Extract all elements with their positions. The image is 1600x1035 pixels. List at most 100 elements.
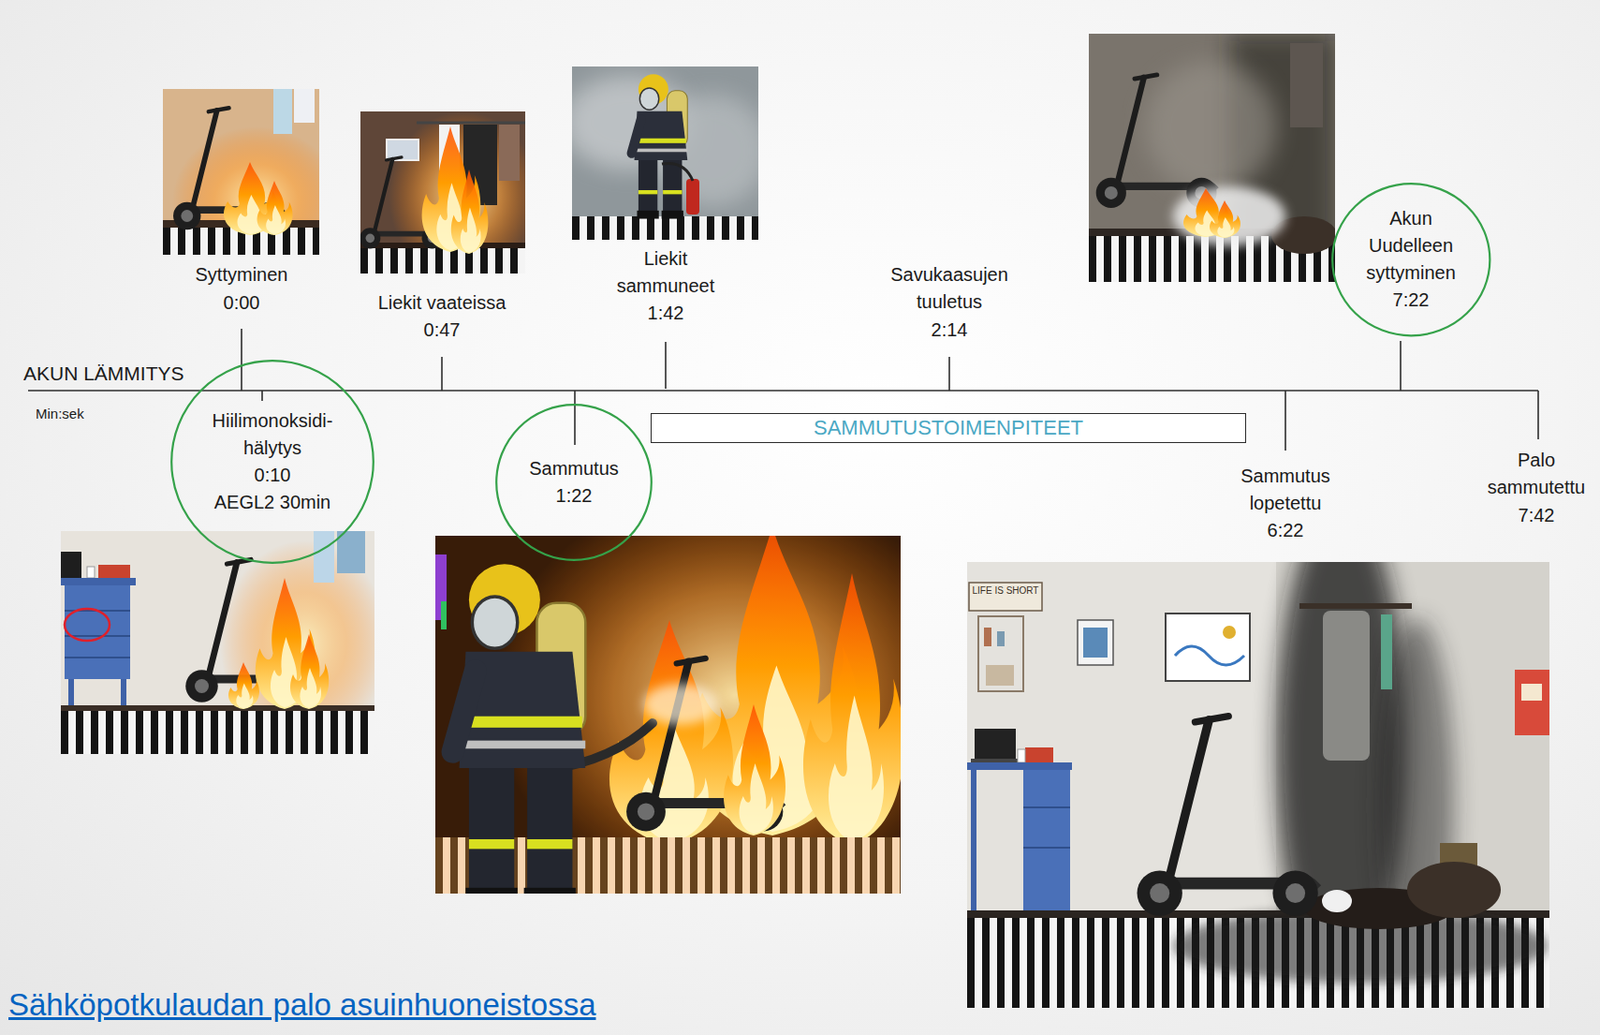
photo-co-alarm (64, 585, 131, 679)
event-name: Hiilimonoksidi- hälytys (197, 407, 348, 462)
photo-extinguishing (435, 488, 979, 908)
photo-flames-clothes (416, 121, 526, 125)
photo-co-alarm (337, 530, 366, 573)
timeline-tick (261, 390, 264, 401)
photo-flames-out (562, 66, 769, 240)
photo-reignition (1209, 200, 1241, 238)
photo-reignition (1088, 33, 1337, 282)
photo-after-fire (967, 505, 1550, 1008)
event-circle: Hiilimonoksidi- hälytys0:10AEGL2 30min (170, 359, 375, 564)
photo-ignition (273, 88, 293, 134)
circle-outline (170, 359, 375, 564)
photo-flames-out (661, 162, 693, 181)
photo-flames-clothes (359, 111, 539, 280)
photo-after-fire (1017, 748, 1026, 763)
photo-co-alarm (60, 530, 389, 754)
photo-after-fire (967, 505, 1550, 1008)
photo-flames-out (572, 216, 759, 240)
photo-after-fire (967, 762, 1072, 770)
photo-after-fire (985, 664, 1014, 686)
photo-flames-clothes (360, 248, 526, 274)
event-name: Liekit vaateissa (352, 289, 531, 317)
photo-co-alarm (313, 530, 335, 583)
event-time: 0:47 (404, 316, 480, 344)
photo-after-fire (1165, 613, 1250, 681)
unit-label: Min:sek (35, 404, 120, 424)
event-detail: 1:22 (528, 482, 619, 510)
photo-co-alarm (60, 704, 375, 711)
timeline-tick (1399, 340, 1402, 391)
photo-extinguishing (440, 601, 447, 630)
photo-after-fire (1137, 716, 1320, 916)
photo-after-fire (1025, 747, 1054, 763)
caption-link: Sähköpotkulaudan palo asuinhuoneistossa (8, 986, 596, 1023)
photo-co-alarm (290, 633, 329, 709)
photo-after-fire (1407, 861, 1501, 918)
photo-after-fire (1083, 627, 1108, 658)
photo-co-alarm (64, 656, 131, 659)
photo-ignition (162, 88, 341, 277)
photo-after-fire (974, 728, 1016, 761)
event-detail: AEGL2 30min (197, 488, 348, 516)
photo-extinguishing (453, 563, 587, 907)
photo-after-fire (1023, 846, 1071, 849)
node-text-box: Akun Uudelleen syttyminen7:22 (1361, 205, 1461, 314)
photo-after-fire (1023, 806, 1071, 808)
photo-after-fire (1222, 625, 1236, 639)
photo-co-alarm (60, 551, 82, 580)
phase-bar: SAMMUTUSTOIMENPITEET (650, 412, 1247, 443)
photo-flames-clothes (359, 111, 539, 280)
phase-title: SAMMUTUSTOIMENPITEET (813, 415, 1084, 441)
photo-after-fire (1380, 614, 1393, 690)
event-time: 0:00 (204, 289, 279, 317)
circle-outline (496, 404, 652, 560)
photo-co-alarm (68, 678, 74, 709)
photo-ignition (257, 180, 294, 235)
photo-after-fire (1077, 619, 1114, 665)
timeline-tick (948, 356, 951, 391)
photo-reignition (1173, 186, 1286, 247)
photo-flames-clothes (451, 169, 489, 254)
node-text-box: Sammutus1:22 (528, 455, 619, 510)
event-name: Liekit sammuneet (609, 245, 722, 300)
timeline (28, 328, 1539, 451)
node-text-box: Hiilimonoksidi- hälytys0:10AEGL2 30min (197, 407, 348, 516)
photo-reignition (1088, 33, 1337, 282)
photo-reignition (1144, 61, 1277, 193)
event-time: 6:22 (1247, 516, 1323, 544)
photo-flames-out (686, 178, 700, 215)
photo-ignition (162, 88, 341, 277)
photo-ignition (293, 88, 315, 123)
circle-outline (171, 360, 374, 563)
photo-after-fire (1174, 645, 1245, 665)
photo-after-fire (967, 561, 1550, 1008)
photo-extinguishing (643, 683, 719, 725)
event-name: Sammutus lopetettu (1227, 462, 1344, 517)
photo-co-alarm (64, 608, 110, 641)
photo-after-fire (1521, 683, 1542, 701)
timeline-tick (664, 341, 667, 389)
photo-after-fire (1514, 669, 1550, 735)
photo-reignition (1290, 43, 1323, 128)
timeline-tick (440, 356, 443, 391)
event-time: 7:42 (1498, 501, 1574, 529)
photo-after-fire (968, 582, 1043, 611)
photo-reignition (1096, 74, 1219, 208)
circle-outline (1332, 183, 1490, 336)
photo-extinguishing (435, 488, 979, 908)
photo-extinguishing (803, 572, 904, 845)
photo-flames-out (562, 66, 769, 240)
timeline-tick (1537, 390, 1540, 440)
event-name: Sammutus (528, 455, 619, 483)
photo-co-alarm (60, 577, 136, 586)
photo-co-alarm (60, 710, 375, 754)
event-name: Savukaasujen tuuletus (879, 261, 1020, 316)
photo-after-fire (1023, 769, 1071, 911)
photo-after-fire (983, 627, 992, 646)
photo-extinguishing (723, 704, 786, 836)
photo-co-alarm (60, 530, 389, 754)
event-name: Syttyminen (171, 261, 312, 289)
